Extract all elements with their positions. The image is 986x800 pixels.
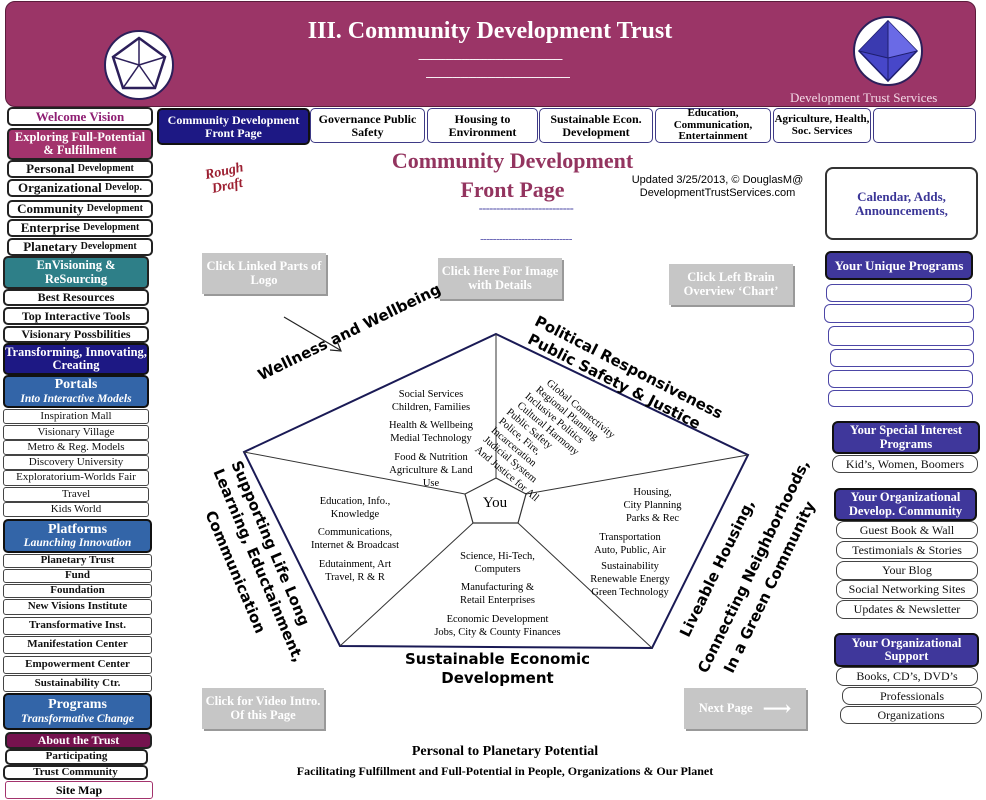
updates-newsletter-link[interactable]: Updates & Newsletter	[836, 600, 978, 619]
org-develop-community-button[interactable]: Your Organizational Develop. Community	[834, 488, 977, 521]
economic-items: Science, Hi-Tech, Computers Manufacturin…	[434, 551, 561, 638]
nav-empowerment-center[interactable]: Empowerment Center	[3, 656, 152, 674]
page-title-line2: Front Page	[460, 177, 565, 202]
nav-planetary-development[interactable]: Planetary Development	[7, 238, 153, 256]
footer-tagline: Facilitating Fulfillment and Full-Potent…	[296, 764, 714, 778]
nav-fund[interactable]: Fund	[3, 569, 152, 583]
nav-platforms[interactable]: Platforms Launching Innovation	[3, 519, 152, 553]
page-title: Community Development	[391, 148, 634, 173]
nav-site-map[interactable]: Site Map	[5, 781, 153, 799]
nav-discovery-university[interactable]: Discovery University	[3, 455, 149, 470]
arrow-right-icon: ⟶	[762, 697, 792, 720]
nav-welcome-vision[interactable]: Welcome Vision	[7, 107, 153, 126]
segment-economic-subtitle[interactable]: Development	[441, 669, 554, 687]
pentagon-diagram[interactable]	[230, 320, 770, 680]
title-underline: -----------------------------	[480, 233, 572, 245]
program-slot[interactable]	[828, 390, 973, 407]
org-support-button[interactable]: Your Organizational Support	[834, 633, 979, 667]
social-networking-link[interactable]: Social Networking Sites	[836, 580, 978, 599]
nav-trust-community[interactable]: Trust Community	[3, 765, 148, 780]
housing-items: Housing, City Planning Parks & Rec	[623, 487, 682, 525]
nav-transforming[interactable]: Transforming, Innovating, Creating	[3, 343, 149, 375]
footer-headline: Personal to Planetary Potential	[411, 744, 599, 759]
nav-portals[interactable]: Portals Into Interactive Models	[3, 375, 149, 408]
nav-organizational-develop[interactable]: Organizational Develop.	[7, 179, 153, 197]
nav-transformative-inst[interactable]: Transformative Inst.	[3, 617, 152, 635]
testimonials-link[interactable]: Testimonials & Stories	[836, 541, 978, 559]
nav-inspiration-mall[interactable]: Inspiration Mall	[3, 409, 149, 424]
you-center-shape[interactable]	[464, 477, 527, 524]
title-underline: ----------------------------------------…	[425, 71, 571, 83]
program-slot[interactable]	[828, 326, 974, 346]
tab-agriculture-health[interactable]: Agriculture, Health, Soc. Services	[773, 108, 871, 143]
program-slot[interactable]	[830, 349, 974, 367]
nav-new-visions-institute[interactable]: New Visions Institute	[3, 599, 152, 615]
nav-visionary-possibilities[interactable]: Visionary Possbilities	[3, 326, 149, 343]
wellness-items: Social Services Children, Families Healt…	[388, 389, 474, 489]
title-underline: ----------------------------------------…	[418, 53, 563, 65]
program-slot[interactable]	[826, 284, 972, 302]
left-brain-chart-button[interactable]: Click Left Brain Overview ‘Chart’	[669, 264, 793, 305]
nav-programs[interactable]: Programs Transformative Change	[3, 693, 152, 730]
professionals-link[interactable]: Professionals	[842, 687, 982, 705]
nav-about-the-trust[interactable]: About the Trust	[5, 732, 152, 749]
nav-metro-models[interactable]: Metro & Reg. Models	[3, 440, 149, 455]
nav-community-development[interactable]: Community Development	[7, 200, 153, 218]
tab-community-development-front-page[interactable]: Community Development Front Page	[157, 108, 310, 145]
tab-empty[interactable]	[873, 108, 976, 143]
rough-draft-stamp: Rough Draft	[203, 160, 245, 197]
video-intro-button[interactable]: Click for Video Intro. Of this Page	[202, 688, 324, 729]
nav-foundation[interactable]: Foundation	[3, 584, 152, 598]
site-title: III. Community Development Trust	[307, 18, 673, 44]
next-page-button[interactable]: Next Page ⟶	[684, 688, 806, 729]
organizations-link[interactable]: Organizations	[840, 706, 982, 724]
your-unique-programs-button[interactable]: Your Unique Programs	[825, 251, 973, 280]
pointer-arrow-icon	[283, 316, 342, 352]
nav-exploratorium[interactable]: Exploratorium-Worlds Fair	[3, 470, 149, 486]
guest-book-link[interactable]: Guest Book & Wall	[836, 521, 978, 539]
nav-best-resources[interactable]: Best Resources	[3, 289, 149, 306]
click-image-details-button[interactable]: Click Here For Image with Details	[438, 258, 562, 299]
segment-economic-title[interactable]: Sustainable Economic	[404, 650, 590, 668]
header-tagline: Development Trust Services	[790, 90, 938, 105]
nav-participating[interactable]: Participating	[5, 749, 148, 765]
tab-housing-to-environment[interactable]: Housing to Environment	[427, 108, 538, 143]
housing-sustainability-items: Sustainability Renewable Energy Green Te…	[590, 561, 670, 599]
pentagon-logo-icon[interactable]	[104, 30, 174, 100]
nav-enterprise-development[interactable]: Enterprise Development	[7, 219, 153, 237]
housing-transport-items: Transportation Auto, Public, Air	[594, 532, 666, 557]
nav-planetary-trust[interactable]: Planetary Trust	[3, 554, 152, 568]
books-cds-dvds-link[interactable]: Books, CD’s, DVD’s	[836, 667, 978, 686]
you-center-label[interactable]: You	[482, 495, 508, 511]
nav-travel[interactable]: Travel	[3, 487, 149, 502]
updated-note: Updated 3/25/2013, © DouglasM@ Developme…	[631, 174, 804, 200]
program-slot[interactable]	[824, 304, 974, 323]
tab-governance-public-safety[interactable]: Governance Public Safety	[310, 108, 425, 143]
kids-women-boomers-link[interactable]: Kid’s, Women, Boomers	[832, 455, 978, 473]
nav-top-interactive-tools[interactable]: Top Interactive Tools	[3, 307, 149, 325]
nav-personal-development[interactable]: Personal Development	[7, 160, 153, 178]
nav-kids-world[interactable]: Kids World	[3, 502, 149, 517]
nav-manifestation-center[interactable]: Manifestation Center	[3, 636, 152, 654]
title-underline: ---------------------------	[478, 201, 574, 215]
your-blog-link[interactable]: Your Blog	[836, 561, 978, 580]
nav-exploring[interactable]: Exploring Full-Potential & Fulfillment	[7, 128, 153, 160]
program-slot[interactable]	[828, 370, 973, 388]
tab-education-communication[interactable]: Education, Communication, Entertainment	[655, 108, 771, 143]
nav-envisioning-resourcing[interactable]: EnVisioning & ReSourcing	[3, 256, 149, 289]
diamond-logo-icon[interactable]	[853, 16, 923, 86]
calendar-announcements-box[interactable]: Calendar, Adds, Announcements,	[825, 167, 978, 240]
nav-sustainability-ctr[interactable]: Sustainability Ctr.	[3, 675, 152, 692]
tab-sustainable-econ-development[interactable]: Sustainable Econ. Development	[539, 108, 653, 143]
special-interest-programs-button[interactable]: Your Special Interest Programs	[832, 421, 980, 454]
click-linked-logo-button[interactable]: Click Linked Parts of Logo	[202, 253, 326, 294]
learning-items: Education, Info., Knowledge Communicatio…	[310, 496, 400, 583]
nav-visionary-village[interactable]: Visionary Village	[3, 425, 149, 440]
